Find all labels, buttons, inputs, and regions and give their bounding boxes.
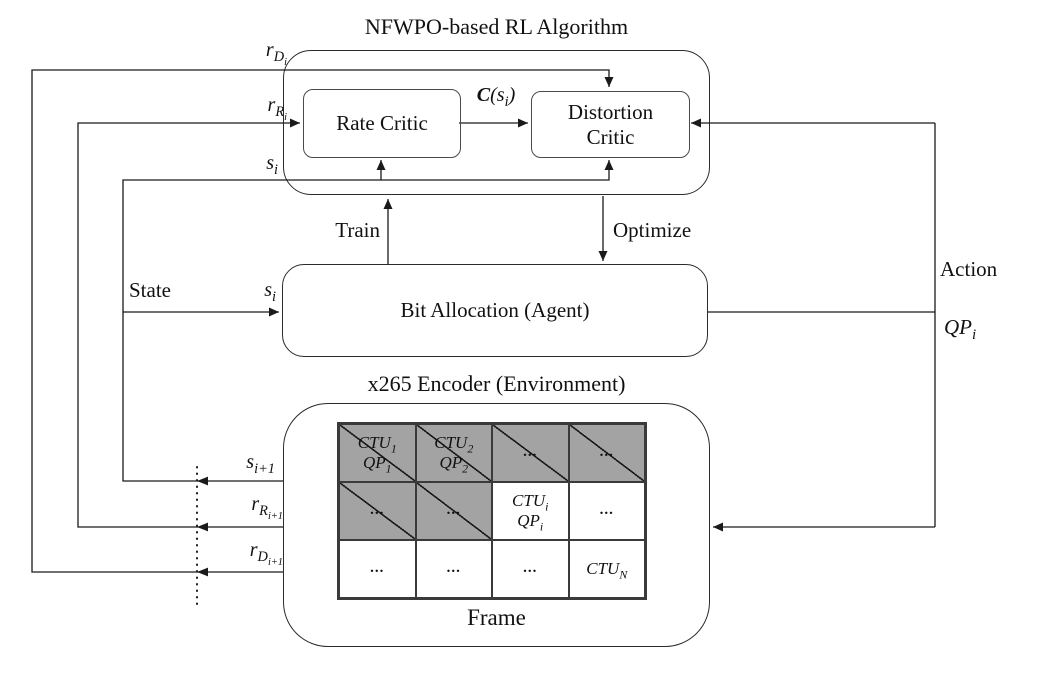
label-c-of-s-i: C(si): [476, 84, 516, 110]
bit-allocation-agent-box: [282, 264, 708, 357]
ctu-cell-dots: ...: [568, 482, 645, 540]
label-s-i-plus-1: si+1: [246, 451, 275, 477]
ctu-cell-dots: ...: [415, 540, 492, 598]
label-r-d-i-plus-1: rDi+1: [249, 539, 283, 568]
ctu-cell-2: CTU2 QP2: [415, 424, 492, 482]
arrowhead-rr-next: [197, 522, 208, 532]
ctu-cell-1: CTU1 QP1: [339, 424, 416, 482]
midline-arrowheads: [197, 476, 208, 577]
label-qp-i: QPi: [944, 315, 977, 344]
frame-label: Frame: [467, 605, 526, 630]
label-r-r-i: rRi: [267, 94, 287, 123]
label-r-r-i-plus-1: rRi+1: [251, 493, 283, 522]
ctu-cell-n: CTUN: [568, 540, 645, 598]
ctu-cell-dots: ...: [415, 482, 492, 540]
ctu-cell-dots: ...: [339, 540, 416, 598]
rate-critic-box: Rate Critic: [303, 89, 461, 158]
line-rd-feedback: [31, 69, 614, 573]
rl-algorithm-title: NFWPO-based RL Algorithm: [364, 14, 629, 39]
ctu-cell-dots: ...: [339, 482, 416, 540]
label-r-d-i: rDi: [265, 39, 287, 68]
ctu-cell-dots: ...: [568, 424, 645, 482]
agent-label: Bit Allocation (Agent): [400, 298, 590, 322]
action-label: Action: [940, 257, 998, 281]
rate-critic-label: Rate Critic: [336, 111, 428, 136]
encoder-title: x265 Encoder (Environment): [367, 371, 626, 396]
arrowhead-rd-next: [197, 567, 208, 577]
optimize-label: Optimize: [613, 218, 692, 242]
line-rr-feedback: [77, 118, 300, 528]
ctu-grid: CTU1 QP1 CTU2 QP2 ... ... ... ... CTUi Q…: [337, 422, 647, 600]
ctu-cell-i: CTUi QPi: [492, 482, 569, 540]
ctu-cell-dots: ...: [492, 424, 569, 482]
distortion-critic-label-line2: Critic: [586, 124, 635, 149]
arrowhead-s-next: [197, 476, 208, 486]
distortion-critic-label-line1: Distortion: [567, 99, 654, 124]
label-s-i: si: [266, 152, 278, 178]
state-label: State: [129, 278, 171, 302]
ctu-cell-dots: ...: [492, 540, 569, 598]
distortion-critic-box: Distortion Critic: [531, 91, 690, 158]
line-state-feedback: [122, 160, 614, 482]
label-state-s-i: si: [264, 279, 276, 305]
train-label: Train: [335, 218, 380, 242]
